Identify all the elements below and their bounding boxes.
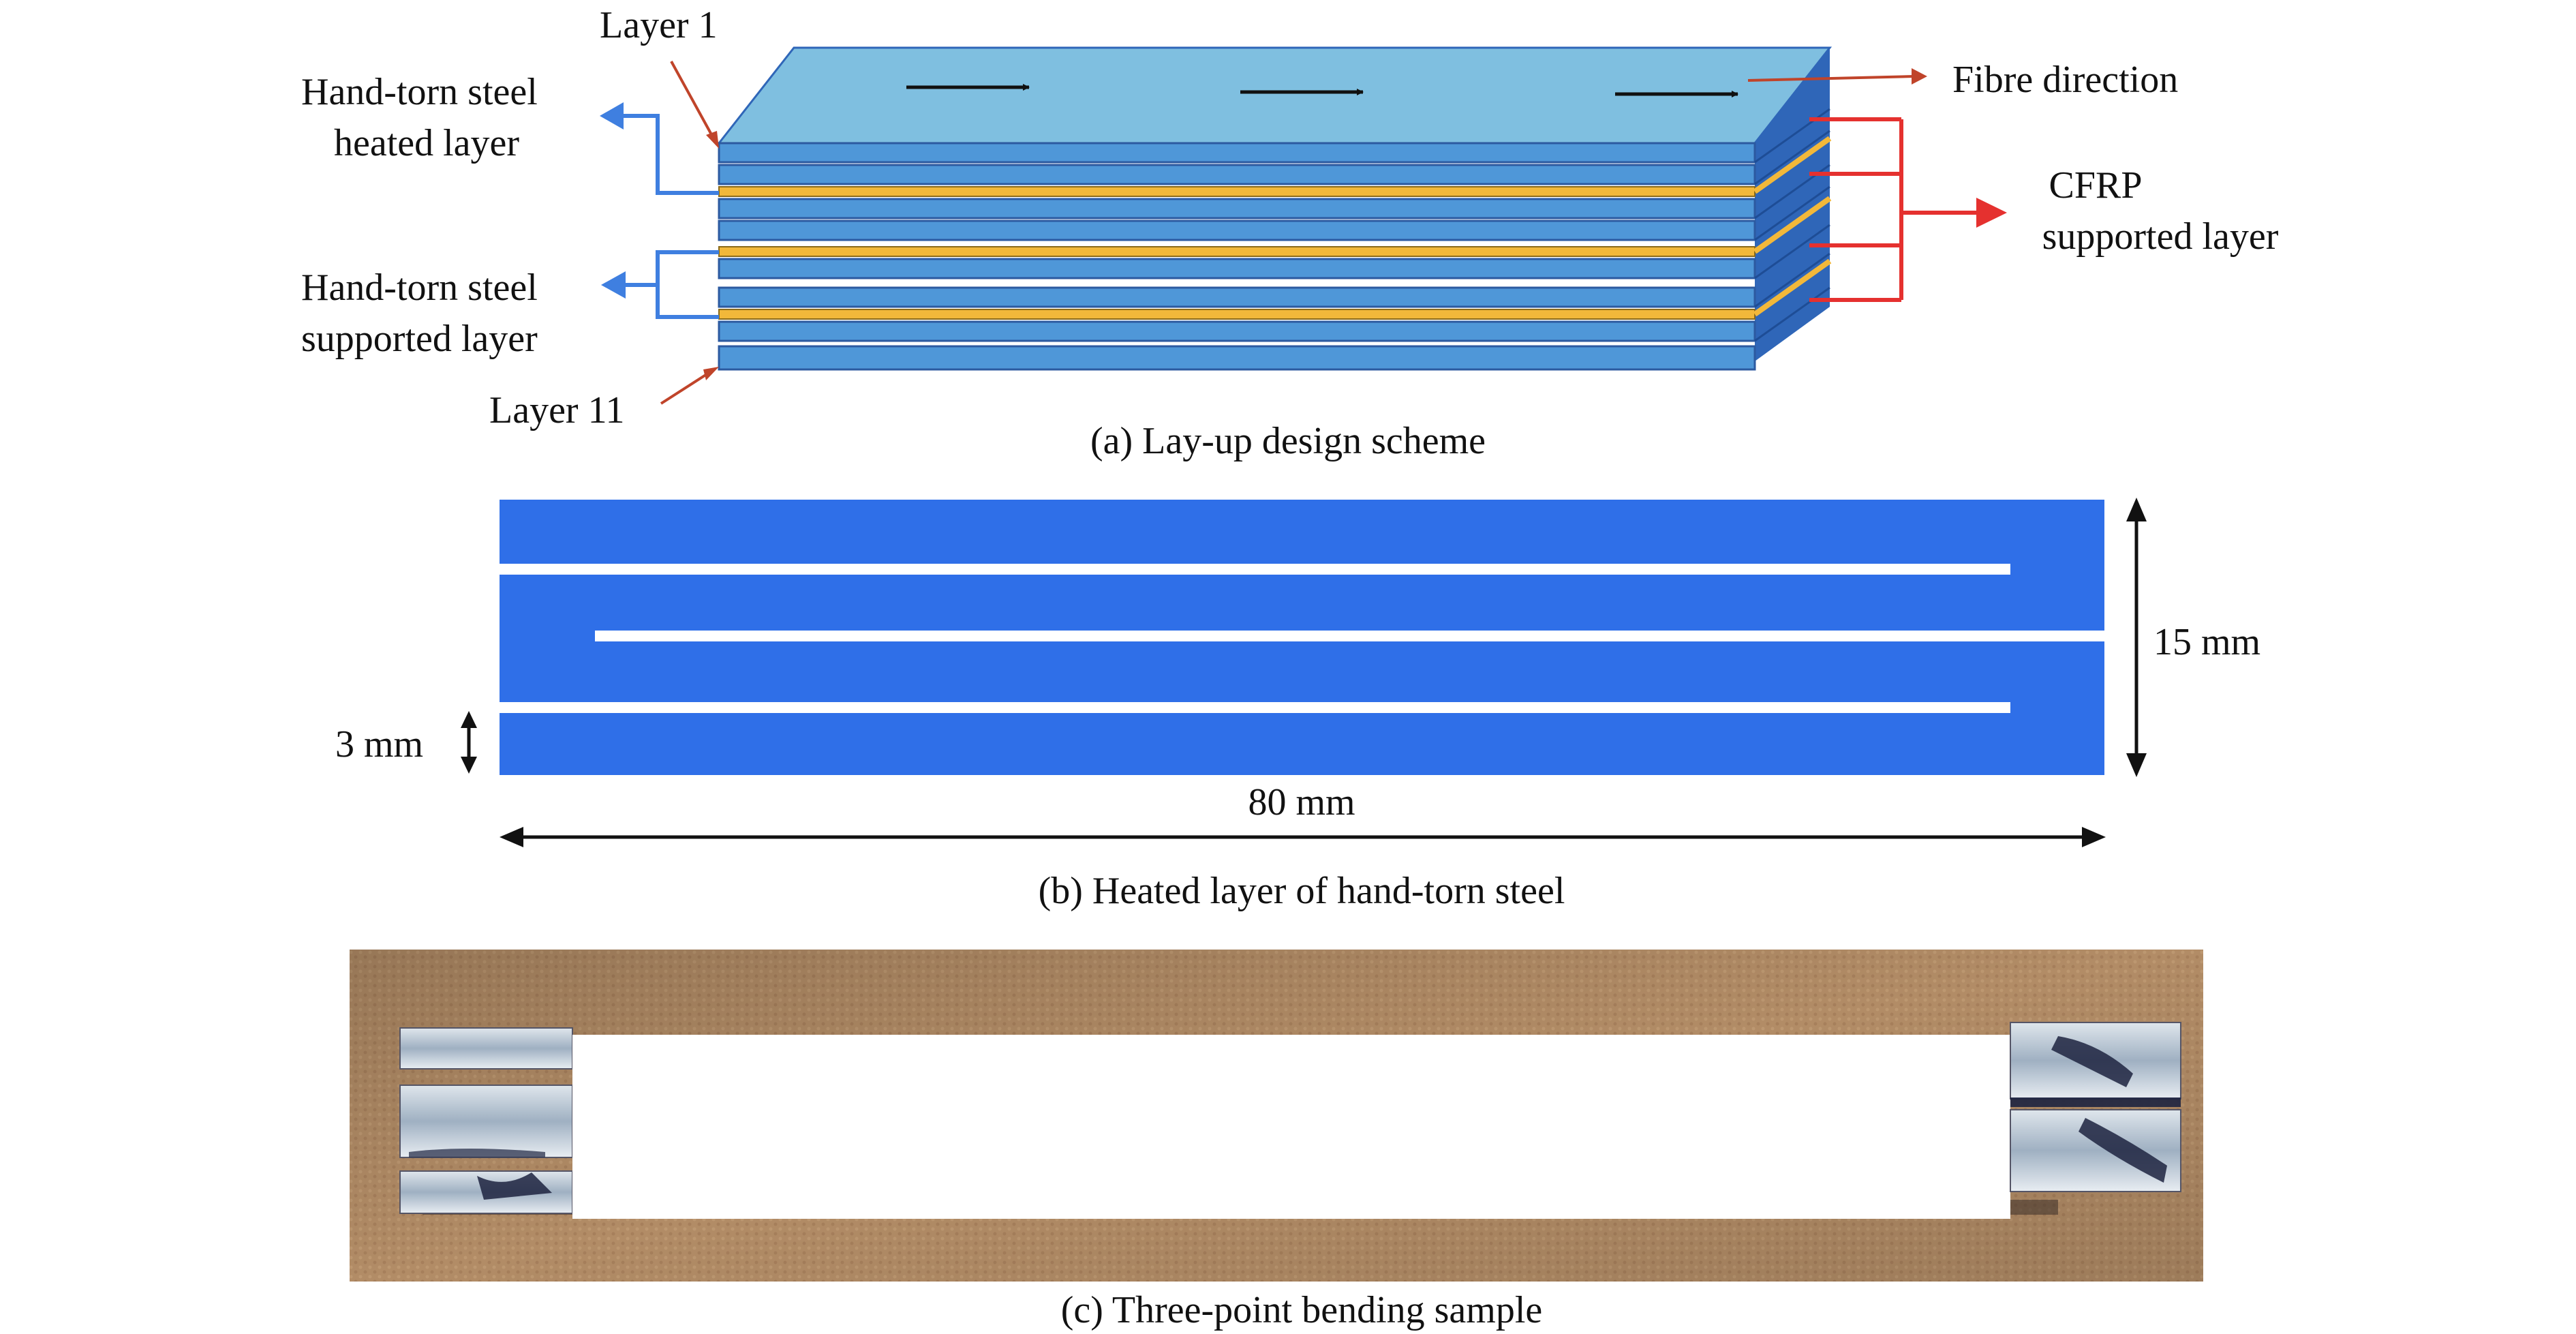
dim-height-arrow-top (2126, 498, 2147, 521)
steel-supported-layer (718, 246, 1755, 257)
caption-b: (b) Heated layer of hand-torn steel (1039, 870, 1565, 912)
sample-right-end (2010, 1022, 2181, 1192)
label-cfrp-line2: supported layer (2042, 215, 2279, 258)
label-layer11: Layer 11 (489, 389, 625, 431)
caption-c: (c) Three-point bending sample (1061, 1289, 1543, 1331)
dim-width-arrow-right (2082, 827, 2106, 847)
label-cfrp-line1: CFRP (2049, 164, 2143, 207)
cfrp-layer (718, 142, 1756, 164)
layup-stack (716, 46, 1833, 371)
sample-left-end (399, 1027, 573, 1214)
cfrp-layer (718, 198, 1756, 219)
dim-strip-arrow-top (461, 711, 477, 728)
heated-layer-slots (494, 564, 2109, 713)
cfrp-layer (718, 164, 1756, 185)
sample-body (572, 1035, 2010, 1219)
dim-height-arrow-bottom (2126, 753, 2147, 777)
layer11-pointer (660, 367, 719, 405)
layer1-pointer (670, 61, 719, 149)
side-steel-edges (1753, 136, 1832, 317)
supported-layer-arrowhead (601, 271, 626, 299)
dim-width-arrow-left (500, 827, 523, 847)
cfrp-layer (718, 219, 1756, 241)
supported-layer-callout (626, 250, 719, 319)
cfrp-layer (718, 345, 1756, 371)
label-dim-strip: 3 mm (335, 723, 423, 765)
label-dim-height: 15 mm (2153, 621, 2260, 663)
cfrp-layer (718, 286, 1756, 308)
label-supported-line2: supported layer (301, 318, 538, 360)
steel-heated-layer (718, 186, 1755, 197)
fibre-arrows (906, 84, 1738, 97)
bending-sample-photo (350, 950, 2203, 1282)
steel-supported-layer (718, 309, 1755, 320)
dim-strip-arrow-bottom (461, 757, 477, 774)
label-layer1: Layer 1 (600, 4, 718, 46)
cfrp-arrowhead (1976, 198, 2007, 228)
label-fibre-direction: Fibre direction (1952, 59, 2178, 101)
caption-a: (a) Lay-up design scheme (1090, 420, 1486, 462)
cfrp-layer (718, 258, 1756, 279)
label-supported-line1: Hand-torn steel (301, 267, 538, 309)
stack-side-face (1755, 48, 1830, 361)
heated-layer-arrowhead (600, 102, 624, 130)
heated-layer-callout (624, 114, 719, 195)
label-dim-width: 80 mm (1248, 781, 1355, 823)
label-heated-line2: heated layer (334, 122, 519, 164)
fibre-direction-pointer (1747, 68, 1927, 85)
label-heated-line1: Hand-torn steel (301, 71, 538, 113)
cfrp-layer (718, 320, 1756, 342)
cfrp-callout (1809, 117, 1980, 302)
